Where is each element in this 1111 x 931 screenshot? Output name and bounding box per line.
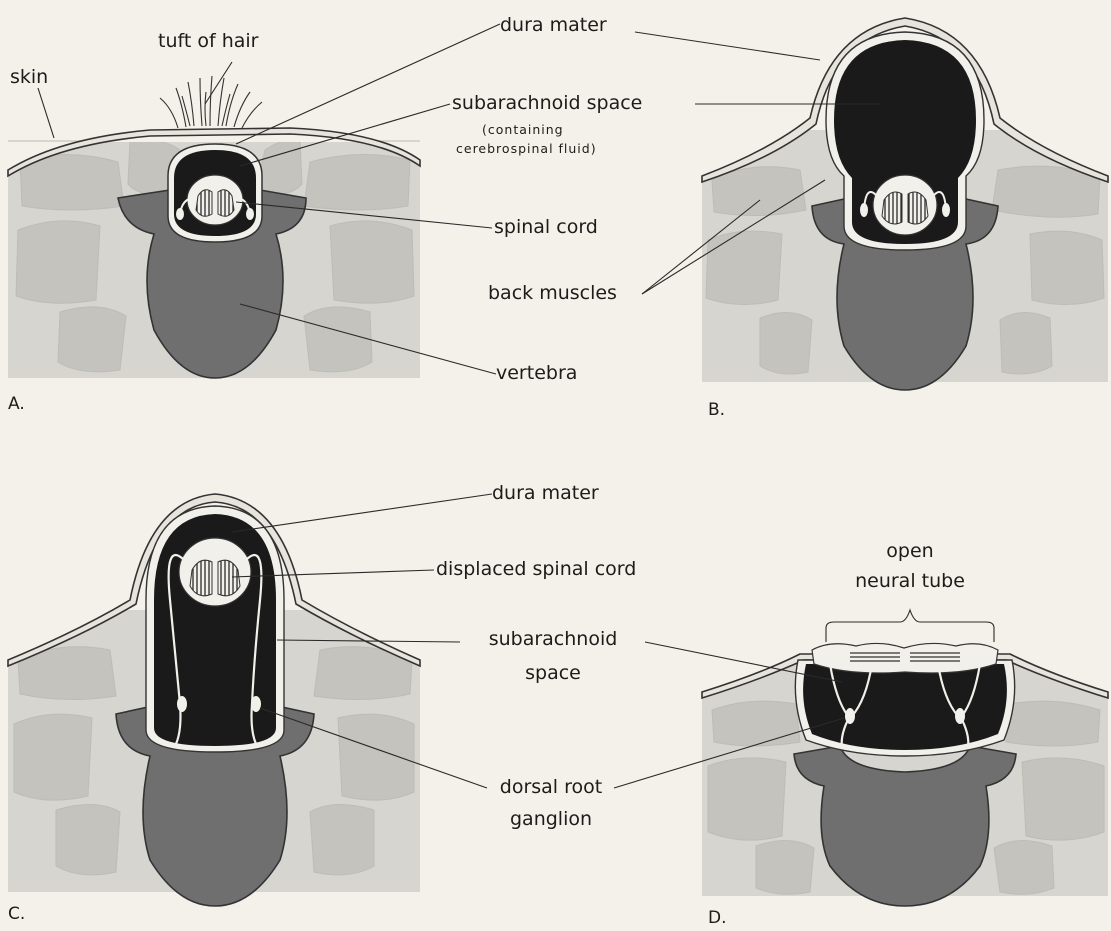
label-dorsal-root: dorsal root	[488, 778, 614, 797]
panel-label-a: A.	[8, 396, 25, 413]
label-spinal-cord: spinal cord	[494, 218, 598, 237]
label-neural-tube: neural tube	[830, 572, 990, 591]
label-subarachnoid-space: subarachnoid space	[452, 94, 642, 113]
label-dura-mater-c: dura mater	[492, 484, 599, 503]
label-cerebrospinal-fluid: cerebrospinal fluid)	[456, 143, 597, 156]
panel-b-drawing	[702, 18, 1108, 390]
panel-label-d: D.	[708, 910, 727, 927]
label-ganglion: ganglion	[488, 810, 614, 829]
label-space: space	[462, 664, 644, 683]
panel-a-drawing	[8, 76, 420, 378]
label-displaced-spinal-cord: displaced spinal cord	[436, 560, 636, 579]
label-open: open	[830, 542, 990, 561]
panel-c-drawing	[8, 494, 420, 906]
label-tuft-of-hair: tuft of hair	[158, 32, 258, 51]
panel-label-b: B.	[708, 402, 725, 419]
label-skin: skin	[10, 68, 48, 87]
label-dura-mater: dura mater	[500, 16, 607, 35]
panel-label-c: C.	[8, 906, 25, 923]
label-containing: (containing	[482, 124, 564, 137]
label-back-muscles: back muscles	[488, 284, 617, 303]
label-subarachnoid: subarachnoid	[462, 630, 644, 649]
panel-d-drawing	[702, 640, 1108, 906]
label-vertebra: vertebra	[496, 364, 577, 383]
